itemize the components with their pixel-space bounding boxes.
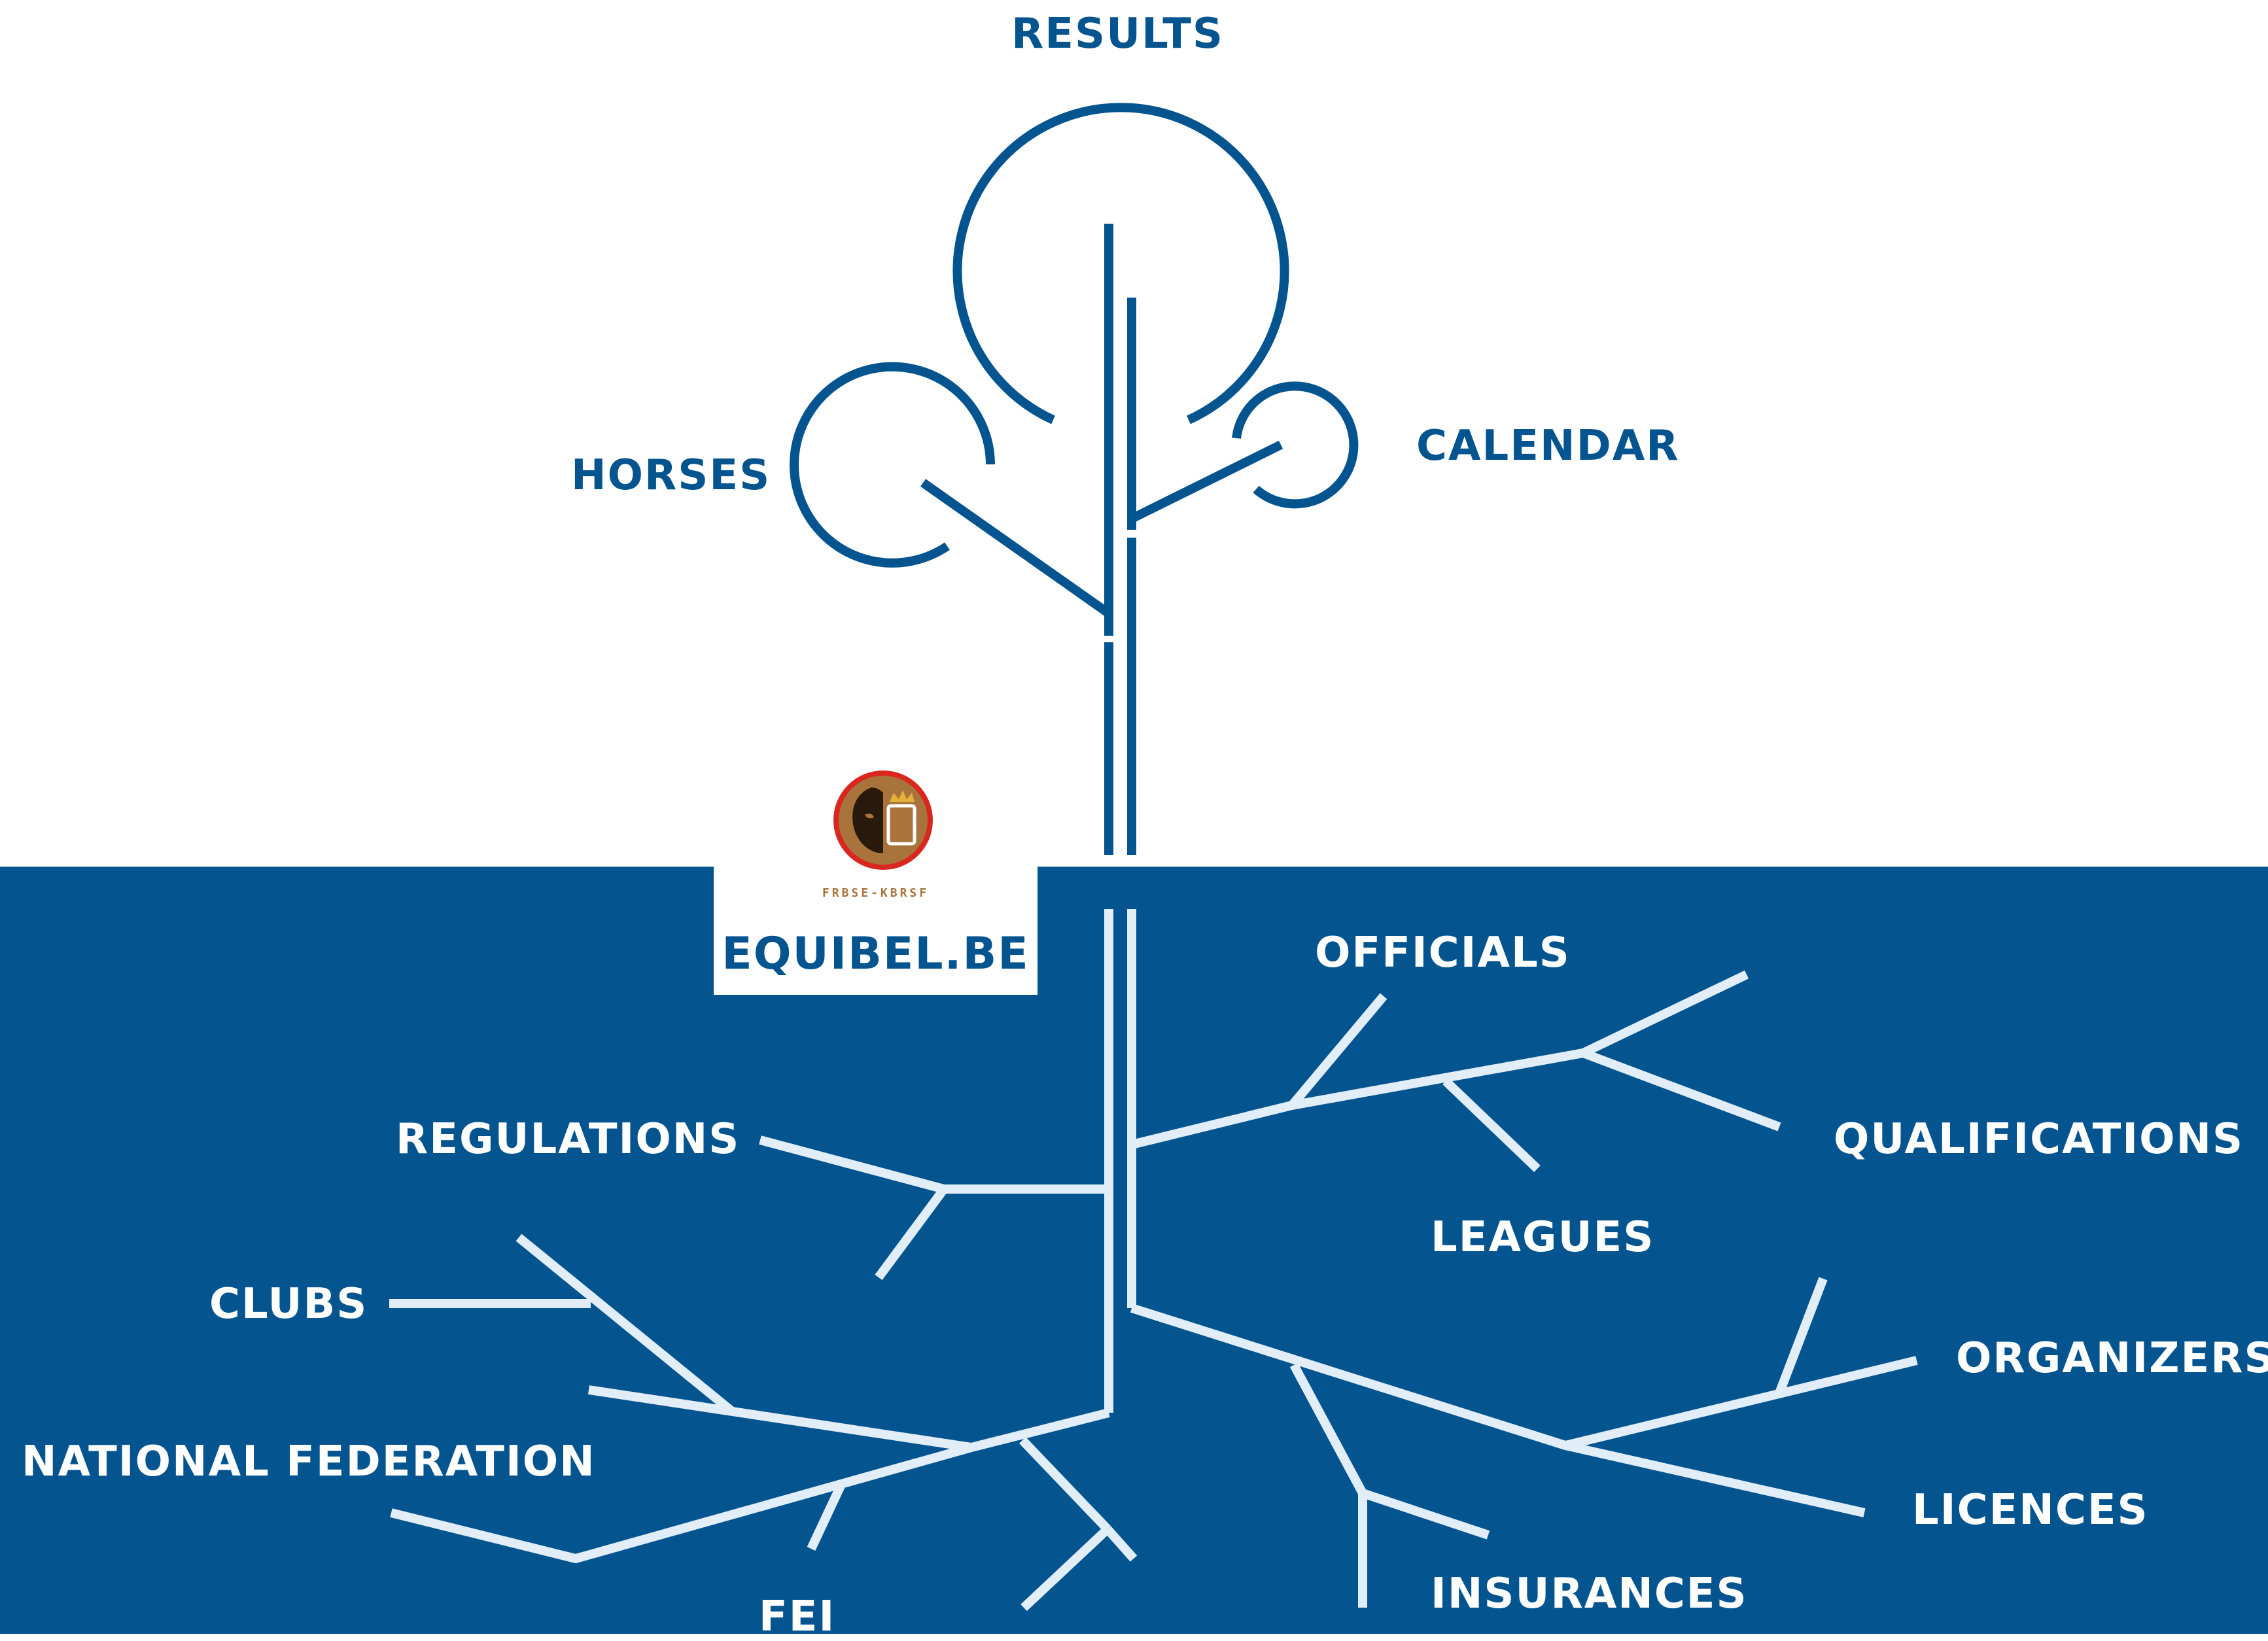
roots bbox=[389, 909, 1918, 1612]
label-horses[interactable]: HORSES bbox=[571, 451, 771, 500]
root-fei-fork-up bbox=[1104, 1526, 1138, 1562]
root-fei-diag bbox=[1019, 1437, 1111, 1532]
root-clubs-main bbox=[587, 1385, 973, 1452]
label-licences[interactable]: LICENCES bbox=[1912, 1486, 2149, 1534]
root-lower-left bbox=[390, 1408, 1110, 1564]
label-qualifications[interactable]: QUALIFICATIONS bbox=[1834, 1115, 2244, 1164]
label-calendar[interactable]: CALENDAR bbox=[1416, 422, 1680, 470]
label-leagues[interactable]: LEAGUES bbox=[1431, 1213, 1655, 1262]
root-regulations bbox=[759, 1135, 1109, 1194]
label-national-federation[interactable]: NATIONAL FEDERATION bbox=[22, 1438, 596, 1486]
horses-branch bbox=[920, 479, 1112, 617]
root-leagues bbox=[1442, 1077, 1541, 1173]
frbse-kbrsf-horse-emblem-icon bbox=[833, 770, 933, 870]
logo-title: EQUIBEL.BE bbox=[722, 928, 1030, 980]
root-lower-right bbox=[1130, 1304, 1866, 1517]
horses-circle bbox=[790, 362, 995, 568]
results-circle bbox=[952, 103, 1289, 424]
root-upper-right bbox=[1130, 1048, 1584, 1149]
root-fei-fork-down bbox=[1021, 1525, 1111, 1612]
root-qualifications-up bbox=[1580, 970, 1749, 1058]
root-insurances bbox=[1289, 1362, 1367, 1608]
label-insurances[interactable]: INSURANCES bbox=[1431, 1570, 1748, 1618]
root-insurances-fork bbox=[1361, 1489, 1490, 1540]
root-organizers-main bbox=[1564, 1356, 1918, 1450]
calendar-branch bbox=[1129, 440, 1283, 523]
label-clubs[interactable]: CLUBS bbox=[209, 1280, 368, 1328]
root-qualifications-down bbox=[1581, 1048, 1781, 1131]
logo-caption: FRBSE-KBRSF bbox=[822, 886, 930, 900]
root-organizers-stub bbox=[1775, 1277, 1828, 1395]
label-fei[interactable]: FEI bbox=[759, 1593, 836, 1641]
root-clubs-diag bbox=[515, 1234, 735, 1415]
root-fei-stub bbox=[807, 1484, 845, 1551]
label-regulations[interactable]: REGULATIONS bbox=[396, 1115, 741, 1164]
label-results[interactable]: RESULTS bbox=[1011, 10, 1224, 58]
label-organizers[interactable]: ORGANIZERS bbox=[1956, 1334, 2268, 1383]
root-regulations-fork bbox=[875, 1186, 948, 1281]
calendar-circle bbox=[1232, 381, 1359, 509]
label-officials[interactable]: OFFICIALS bbox=[1315, 929, 1571, 977]
root-officials bbox=[1288, 993, 1387, 1109]
canopy bbox=[790, 103, 1359, 855]
equibel-logo-box[interactable]: FRBSE-KBRSF EQUIBEL.BE bbox=[714, 867, 1038, 995]
